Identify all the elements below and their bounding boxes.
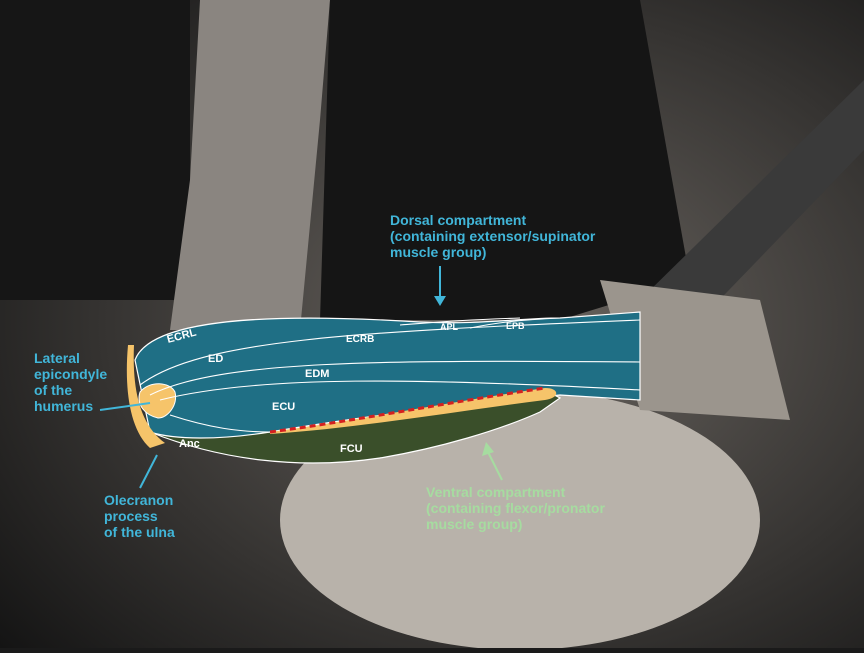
ventral-line-3: muscle group) — [426, 516, 523, 532]
apl-label: APL — [440, 322, 459, 332]
dorsal-line-2: (containing extensor/supinator — [390, 228, 596, 244]
studio-equipment — [0, 0, 190, 300]
epicondyle-line-1: Lateral — [34, 350, 80, 366]
lateral-epicondyle-label: Lateral epicondyle of the humerus — [34, 350, 107, 414]
interosseous-septum — [269, 386, 546, 434]
dorsal-muscles — [134, 311, 641, 439]
muscle-boundaries — [139, 317, 641, 433]
banjo-neck — [640, 80, 864, 320]
ventral-line-1: Ventral compartment — [426, 484, 566, 500]
ecu-label: ECU — [272, 401, 295, 413]
epicondyle-line-2: epicondyle — [34, 366, 108, 382]
olecranon-line-2: process — [104, 508, 158, 524]
olecranon-line-1: Olecranon — [104, 492, 174, 508]
ventral-compartment-label: Ventral compartment (containing flexor/p… — [426, 484, 605, 532]
ventral-arrow-icon — [482, 442, 494, 456]
banjo-head — [280, 390, 760, 650]
lateral-epicondyle-bone — [138, 383, 177, 419]
dorsal-line-3: muscle group) — [390, 244, 487, 260]
edm-label: EDM — [305, 368, 329, 380]
ed-label: ED — [208, 353, 223, 365]
dorsal-arrow-icon — [434, 296, 446, 306]
olecranon-pointer-line — [139, 454, 158, 489]
ecrb-label: ECRB — [346, 334, 374, 345]
olecranon-line-3: of the ulna — [104, 524, 175, 540]
fcu-label: FCU — [340, 443, 363, 455]
ventral-pointer-line — [487, 451, 503, 481]
epb-label: EPB — [506, 321, 525, 331]
upper-arm — [170, 0, 330, 330]
olecranon-label: Olecranon process of the ulna — [104, 492, 175, 540]
hand — [600, 280, 790, 420]
epicondyle-line-3: of the — [34, 382, 73, 398]
dorsal-compartment-label: Dorsal compartment (containing extensor/… — [390, 212, 595, 260]
anc-label: Anc — [179, 438, 200, 450]
ventral-line-2: (containing flexor/pronator — [426, 500, 605, 516]
epicondyle-pointer-line — [99, 402, 151, 411]
tank-top — [320, 0, 690, 320]
dorsal-line-1: Dorsal compartment — [390, 212, 527, 228]
olecranon-bone — [126, 345, 165, 448]
epicondyle-line-4: humerus — [34, 398, 94, 414]
